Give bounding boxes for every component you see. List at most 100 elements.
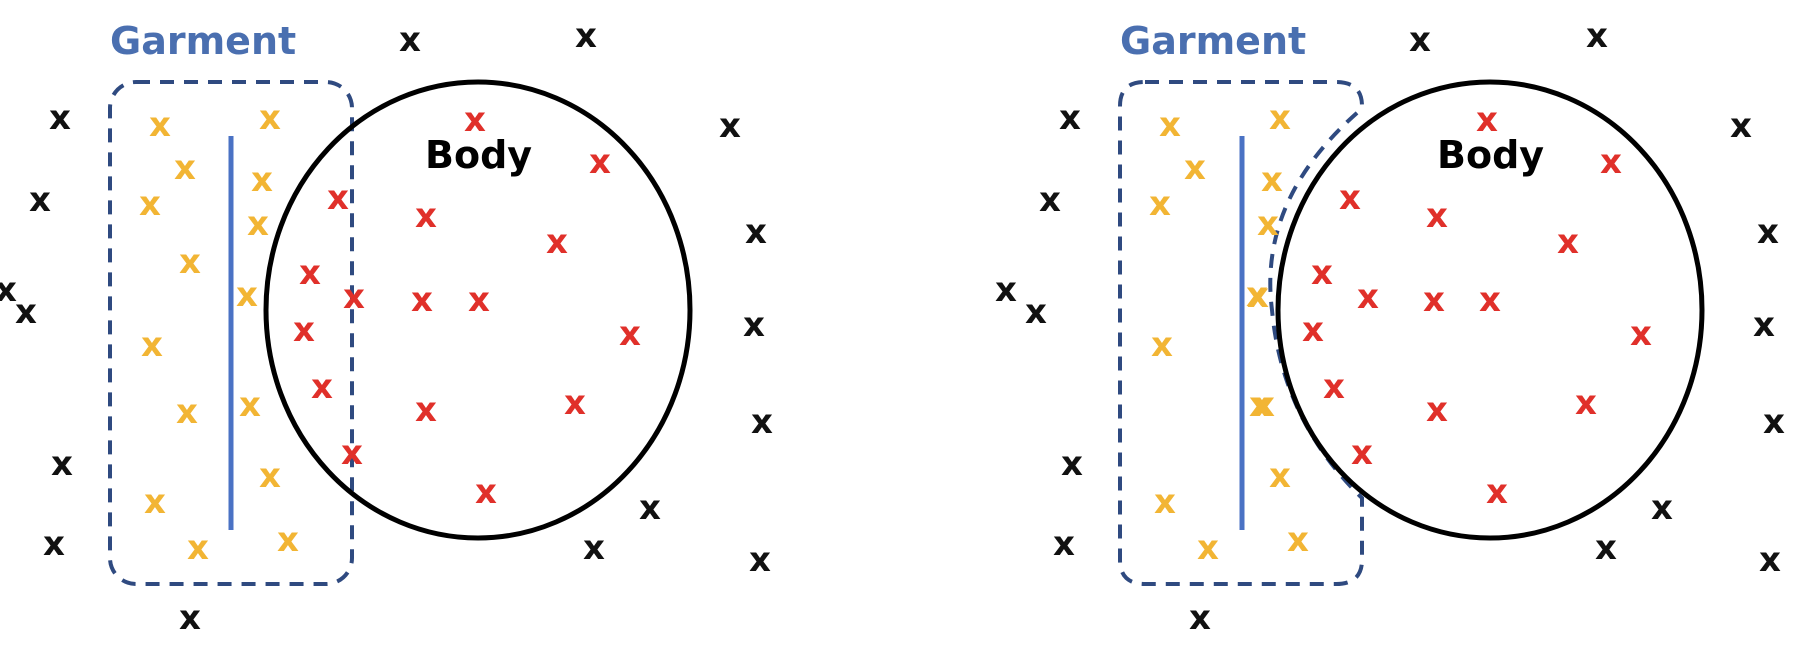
outside-point-marker: x <box>1757 212 1779 252</box>
garment-point-marker: x <box>149 105 171 145</box>
outside-point-marker: x <box>995 270 1017 310</box>
body-point-marker: x <box>1557 222 1579 262</box>
body-point-marker: x <box>1575 383 1597 423</box>
outside-point-marker: x <box>51 444 73 484</box>
body-point-marker: x <box>327 178 349 218</box>
garment-point-marker: x <box>239 385 261 425</box>
body-point-marker: x <box>1426 390 1448 430</box>
garment-point-marker: x <box>259 98 281 138</box>
outside-point-marker: x <box>583 528 605 568</box>
body-point-marker: x <box>1423 280 1445 320</box>
garment-point-marker: x <box>1257 204 1279 244</box>
garment-point-marker: x <box>251 160 273 200</box>
body-point-marker: x <box>1630 314 1652 354</box>
body-point-marker: x <box>343 277 365 317</box>
outside-point-marker: x <box>719 106 741 146</box>
outside-point-marker: x <box>1053 524 1075 564</box>
body-point-marker: x <box>1302 310 1324 350</box>
body-point-marker: x <box>411 280 433 320</box>
garment-point-marker: x <box>277 520 299 560</box>
body-point-marker: x <box>1323 367 1345 407</box>
outside-point-marker: x <box>1409 20 1431 60</box>
body-point-marker: x <box>464 100 486 140</box>
outside-point-marker: x <box>399 20 421 60</box>
body-point-marker: x <box>1476 100 1498 140</box>
body-point-marker: x <box>293 310 315 350</box>
body-point-marker: x <box>546 222 568 262</box>
outside-point-marker: x <box>1759 540 1781 580</box>
outside-point-marker: x <box>743 305 765 345</box>
garment-point-marker: x <box>259 456 281 496</box>
garment-point-marker: x <box>1249 385 1271 425</box>
garment-point-marker: x <box>1261 160 1283 200</box>
outside-point-marker: x <box>1651 488 1673 528</box>
garment-point-marker: x <box>1253 385 1275 425</box>
outside-point-marker: x <box>751 402 773 442</box>
body-point-marker: x <box>589 142 611 182</box>
garment-point-marker: x <box>1149 184 1171 224</box>
outside-point-marker: x <box>15 292 37 332</box>
outside-point-marker: x <box>43 524 65 564</box>
garment-point-marker: x <box>247 204 269 244</box>
outside-point-marker: x <box>179 598 201 638</box>
garment-point-marker: x <box>1159 105 1181 145</box>
garment-point-marker: x <box>174 148 196 188</box>
body-label: Body <box>1437 133 1544 177</box>
outside-point-marker: x <box>1039 180 1061 220</box>
garment-point-marker: x <box>1197 528 1219 568</box>
body-point-marker: x <box>1357 277 1379 317</box>
garment-point-marker: x <box>179 242 201 282</box>
garment-point-marker: x <box>236 275 258 315</box>
body-point-marker: x <box>415 390 437 430</box>
garment-point-marker: x <box>1269 456 1291 496</box>
garment-point-marker: x <box>141 325 163 365</box>
outside-point-marker: x <box>1061 444 1083 484</box>
body-point-marker: x <box>1600 142 1622 182</box>
outside-point-marker: x <box>1059 98 1081 138</box>
outside-point-marker: x <box>749 540 771 580</box>
garment-point-marker: x <box>144 482 166 522</box>
body-ellipse <box>263 79 693 541</box>
outside-point-marker: x <box>1763 402 1785 442</box>
outside-point-marker: x <box>639 488 661 528</box>
garment-point-marker: x <box>1154 482 1176 522</box>
outside-point-marker: x <box>29 180 51 220</box>
body-point-marker: x <box>415 196 437 236</box>
garment-point-marker: x <box>176 392 198 432</box>
garment-box <box>108 80 354 586</box>
garment-point-marker: x <box>139 184 161 224</box>
garment-point-marker: x <box>187 528 209 568</box>
outside-point-marker: x <box>1595 528 1617 568</box>
body-point-marker: x <box>619 314 641 354</box>
body-point-marker: x <box>475 472 497 512</box>
outside-point-marker: x <box>575 16 597 56</box>
body-point-marker: x <box>311 367 333 407</box>
outside-point-marker: x <box>1753 305 1775 345</box>
outside-point-marker: x <box>1025 292 1047 332</box>
garment-point-marker: x <box>1287 520 1309 560</box>
body-point-marker: x <box>1339 178 1361 218</box>
body-point-marker: x <box>299 253 321 293</box>
garment-point-marker: x <box>1247 276 1269 316</box>
outside-point-marker: x <box>745 212 767 252</box>
outside-point-marker: x <box>1189 598 1211 638</box>
body-point-marker: x <box>1311 253 1333 293</box>
body-point-marker: x <box>1486 472 1508 512</box>
body-point-marker: x <box>1426 196 1448 236</box>
body-point-marker: x <box>1479 280 1501 320</box>
garment-label: Garment <box>110 19 296 63</box>
body-point-marker: x <box>341 433 363 473</box>
garment-label: Garment <box>1120 19 1306 63</box>
outside-point-marker: x <box>1586 16 1608 56</box>
garment-point-marker: x <box>1269 98 1291 138</box>
outside-point-marker: x <box>1730 106 1752 146</box>
outside-point-marker: x <box>49 98 71 138</box>
body-point-marker: x <box>1351 433 1373 473</box>
